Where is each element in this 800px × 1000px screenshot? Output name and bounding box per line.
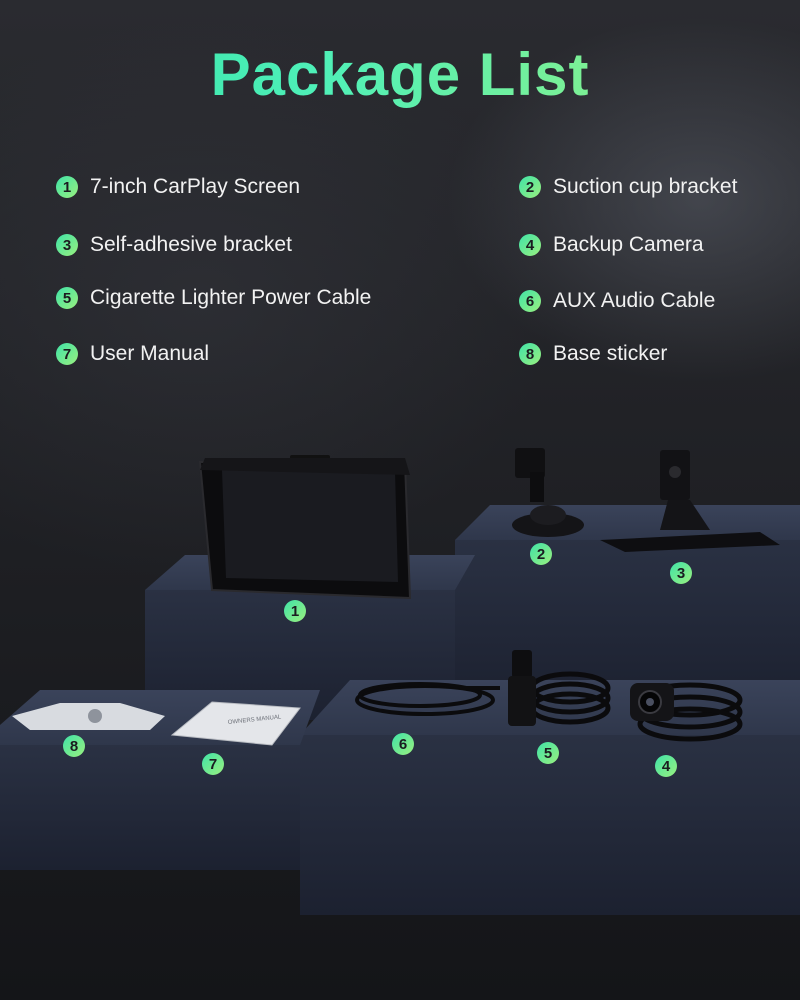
manual-cover-text: OWNERS MANUAL [228, 714, 283, 726]
list-item-6: 6 AUX Audio Cable [519, 289, 715, 313]
list-item-5: 5 Cigarette Lighter Power Cable [56, 286, 371, 310]
list-item-7: 7 User Manual [56, 342, 209, 366]
photo-badge-1: 1 [284, 600, 306, 622]
aux-cable-product [355, 682, 500, 716]
list-item-label: 7-inch CarPlay Screen [90, 175, 301, 198]
number-badge: 7 [56, 343, 78, 365]
user-manual-product: OWNERS MANUAL [170, 701, 301, 746]
list-item-label: Cigarette Lighter Power Cable [90, 286, 372, 309]
page-title: Package List [0, 40, 800, 109]
list-item-4: 4 Backup Camera [519, 233, 704, 257]
photo-badge-4: 4 [655, 755, 677, 777]
list-item-label: User Manual [90, 342, 210, 365]
number-badge: 3 [56, 234, 78, 256]
carplay-screen-product [198, 455, 412, 600]
photo-badge-7: 7 [202, 753, 224, 775]
list-item-label: AUX Audio Cable [553, 289, 716, 312]
photo-badge-6: 6 [392, 733, 414, 755]
photo-badge-3: 3 [670, 562, 692, 584]
suction-cup-bracket-product [512, 448, 584, 537]
number-badge: 2 [519, 176, 541, 198]
list-item-label: Self-adhesive bracket [90, 233, 292, 256]
list-item-label: Suction cup bracket [553, 175, 738, 198]
list-item-label: Backup Camera [553, 233, 704, 256]
photo-badge-2: 2 [530, 543, 552, 565]
backup-camera-product [630, 682, 743, 742]
list-item-label: Base sticker [553, 342, 668, 365]
number-badge: 8 [519, 343, 541, 365]
base-sticker-product [12, 703, 165, 730]
number-badge: 6 [519, 290, 541, 312]
photo-badge-5: 5 [537, 742, 559, 764]
photo-badge-8: 8 [63, 735, 85, 757]
number-badge: 5 [56, 287, 78, 309]
number-badge: 4 [519, 234, 541, 256]
cigarette-lighter-cable-product [508, 650, 611, 726]
self-adhesive-bracket-product [600, 450, 780, 552]
number-badge: 1 [56, 176, 78, 198]
list-item-2: 2 Suction cup bracket [519, 175, 737, 199]
list-item-8: 8 Base sticker [519, 342, 667, 366]
list-item-1: 1 7-inch CarPlay Screen [56, 175, 300, 199]
list-item-3: 3 Self-adhesive bracket [56, 233, 292, 257]
